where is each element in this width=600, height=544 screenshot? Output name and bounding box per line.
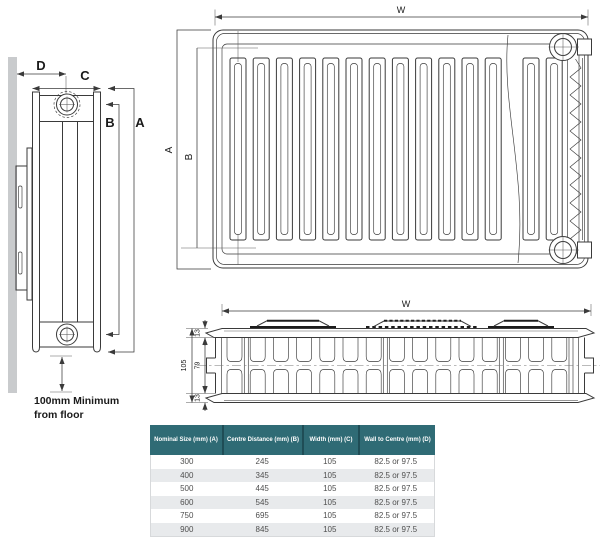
dim-a-side: A — [108, 85, 145, 355]
dim-b-front-label: B — [184, 153, 195, 160]
spec-table-header: Nominal Size (mm) (A) Centre Distance (mm… — [150, 425, 435, 455]
dim-w-section-label: W — [402, 299, 411, 309]
dim-a-front-label: A — [164, 146, 175, 153]
table-cell: 600 — [180, 497, 194, 507]
dim-w-label: W — [397, 5, 406, 15]
section-fins — [226, 338, 568, 393]
spec-table-body: 300 245 105 82.5 or 97.5 400 345 105 82.5 or 97… — [150, 455, 435, 537]
table-cell: 750 — [180, 511, 194, 521]
bottom-right-plug — [548, 236, 592, 264]
wall-bracket — [15, 147, 33, 301]
dim-79-label: 79 — [195, 362, 202, 370]
front-view: W A B — [164, 5, 592, 270]
dim-b-label: B — [105, 115, 114, 130]
section-dims: 105 13 79 13 — [181, 320, 215, 411]
section-right-endcap — [578, 337, 594, 394]
front-ribs — [229, 57, 563, 241]
dim-b-side: B — [105, 101, 120, 338]
table-cell: 345 — [255, 470, 269, 480]
table-cell: 105 — [323, 524, 337, 534]
top-right-plug — [548, 33, 592, 61]
table-row: 750 695 105 82.5 or 97.5 — [151, 509, 434, 523]
table-header-cell: Width (mm) (C) — [302, 425, 358, 455]
floor-note-line2: from floor — [34, 409, 84, 421]
front-body-outer — [212, 29, 589, 269]
floor-note-line1: 100mm Minimum — [34, 395, 119, 407]
dim-a-front: A — [164, 29, 211, 270]
dim-d-label: D — [36, 58, 45, 73]
top-valve — [53, 91, 81, 118]
section-bottom-plate — [204, 393, 596, 403]
table-cell: 82.5 or 97.5 — [374, 470, 418, 480]
table-row: 600 545 105 82.5 or 97.5 — [151, 495, 434, 509]
side-panel-left — [32, 91, 40, 353]
wall — [8, 57, 17, 393]
dim-w-front: W — [214, 5, 589, 26]
table-cell: 300 — [180, 457, 194, 467]
table-cell: 105 — [323, 511, 337, 521]
table-cell: 545 — [255, 497, 269, 507]
table-cell: 105 — [323, 497, 337, 507]
table-row: 300 245 105 82.5 or 97.5 — [151, 455, 434, 469]
table-cell: 695 — [255, 511, 269, 521]
dim-c-label: C — [80, 68, 90, 83]
section-view: W — [181, 299, 600, 411]
table-cell: 900 — [180, 524, 194, 534]
table-cell: 245 — [255, 457, 269, 467]
table-cell: 82.5 or 97.5 — [374, 497, 418, 507]
side-panel-right — [93, 91, 101, 353]
table-cell: 445 — [255, 484, 269, 494]
dim-a-label: A — [135, 115, 145, 130]
dim-105-label: 105 — [181, 360, 188, 372]
bottom-valve — [56, 323, 78, 346]
radiator-diagram: D C B A 100mm Minimum from floor W — [8, 5, 600, 421]
table-cell: 82.5 or 97.5 — [374, 484, 418, 494]
side-view: D C B A 100mm Minimum from floor — [8, 57, 145, 421]
table-row: 400 345 105 82.5 or 97.5 — [151, 468, 434, 482]
dim-c: C — [32, 68, 101, 92]
table-cell: 82.5 or 97.5 — [374, 524, 418, 534]
section-brackets — [250, 319, 554, 329]
table-cell: 82.5 or 97.5 — [374, 511, 418, 521]
table-cell: 400 — [180, 470, 194, 480]
dim-13-top-label: 13 — [195, 329, 202, 337]
spec-table: Nominal Size (mm) (A) Centre Distance (mm… — [150, 425, 435, 537]
table-cell: 500 — [180, 484, 194, 494]
table-cell: 105 — [323, 470, 337, 480]
break-line — [506, 34, 521, 264]
table-row: 500 445 105 82.5 or 97.5 — [151, 482, 434, 496]
table-cell: 105 — [323, 457, 337, 467]
table-cell: 105 — [323, 484, 337, 494]
table-header-cell: Wall to Centre (mm) (D) — [358, 425, 435, 455]
dim-b-front: B — [184, 48, 198, 248]
section-top-plate — [204, 328, 596, 338]
table-row: 900 845 105 82.5 or 97.5 — [151, 522, 434, 536]
table-cell: 82.5 or 97.5 — [374, 457, 418, 467]
table-header-cell: Centre Distance (mm) (B) — [222, 425, 302, 455]
table-header-cell: Nominal Size (mm) (A) — [154, 437, 218, 443]
dim-w-section: W — [221, 299, 592, 316]
table-cell: 845 — [255, 524, 269, 534]
floor-clearance-dim — [50, 355, 72, 393]
dim-13-bottom-label: 13 — [195, 394, 202, 402]
seam-zigzag — [567, 58, 583, 240]
